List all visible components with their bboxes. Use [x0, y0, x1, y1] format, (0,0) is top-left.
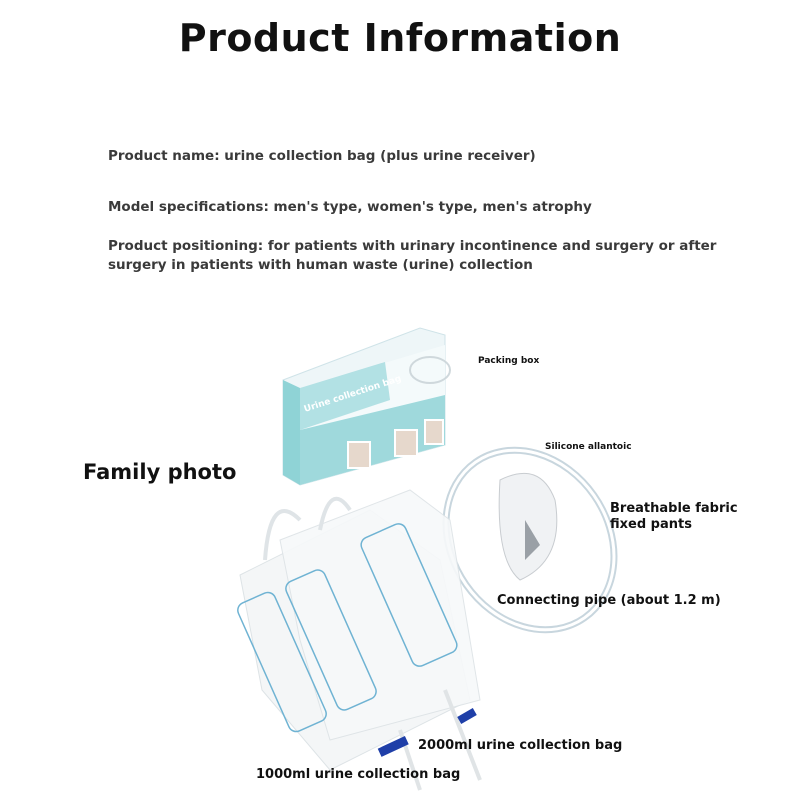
label-packing-box: Packing box: [478, 356, 540, 366]
connecting-pipe-image: [442, 446, 618, 634]
label-silicone: Silicone allantoic: [545, 442, 632, 452]
page-title: Product Information: [178, 16, 622, 60]
urine-bags-image: [237, 489, 482, 791]
family-photo-heading: Family photo: [83, 460, 237, 484]
label-2000ml-bag: 2000ml urine collection bag: [418, 738, 623, 753]
label-fabric-pants: Breathable fabric fixed pants: [610, 501, 738, 532]
label-1000ml-bag: 1000ml urine collection bag: [256, 767, 461, 782]
model-specifications: Model specifications: men's type, women'…: [108, 199, 592, 215]
product-name: Product name: urine collection bag (plus…: [108, 148, 536, 164]
product-positioning: Product positioning: for patients with u…: [108, 238, 717, 273]
label-connecting-pipe: Connecting pipe (about 1.2 m): [497, 593, 721, 608]
packing-box-image: Urine collection bag: [282, 327, 451, 486]
